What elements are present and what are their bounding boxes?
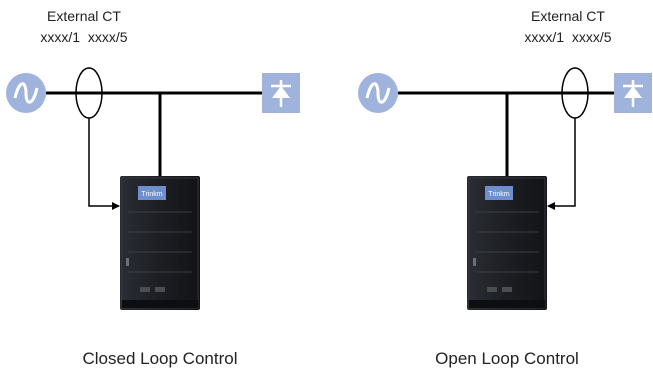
right-cabinet-screen-text: Trinkm [488,191,509,198]
ac-source-icon [358,73,398,113]
right-cabinet-screen [485,186,513,200]
right-caption: Open Loop Control [435,349,579,368]
left-caption: Closed Loop Control [83,349,238,368]
right-svg-cabinet: Trinkm [467,176,547,310]
left-cabinet-screen-text: Trinkm [141,191,162,198]
left-svg-cabinet: Trinkm [120,176,200,310]
ac-source-icon [6,73,46,113]
left-cabinet-screen [138,186,166,200]
left-ct-title: External CT [47,8,121,24]
right-ct-title: External CT [531,8,605,24]
right-ct-ratio: xxxx/1 xxxx/5 [524,29,611,45]
open-loop-diagram: External CT xxxx/1 xxxx/5 Trinkm [358,8,652,368]
left-ct-ratio: xxxx/1 xxxx/5 [40,29,127,45]
closed-loop-diagram: External CT xxxx/1 xxxx/5 Trinkm [6,8,300,368]
diode-load-icon [614,73,652,113]
diode-load-icon [262,73,300,113]
left-ct-signal-wire [88,118,120,210]
right-ct-signal-wire [547,118,576,210]
